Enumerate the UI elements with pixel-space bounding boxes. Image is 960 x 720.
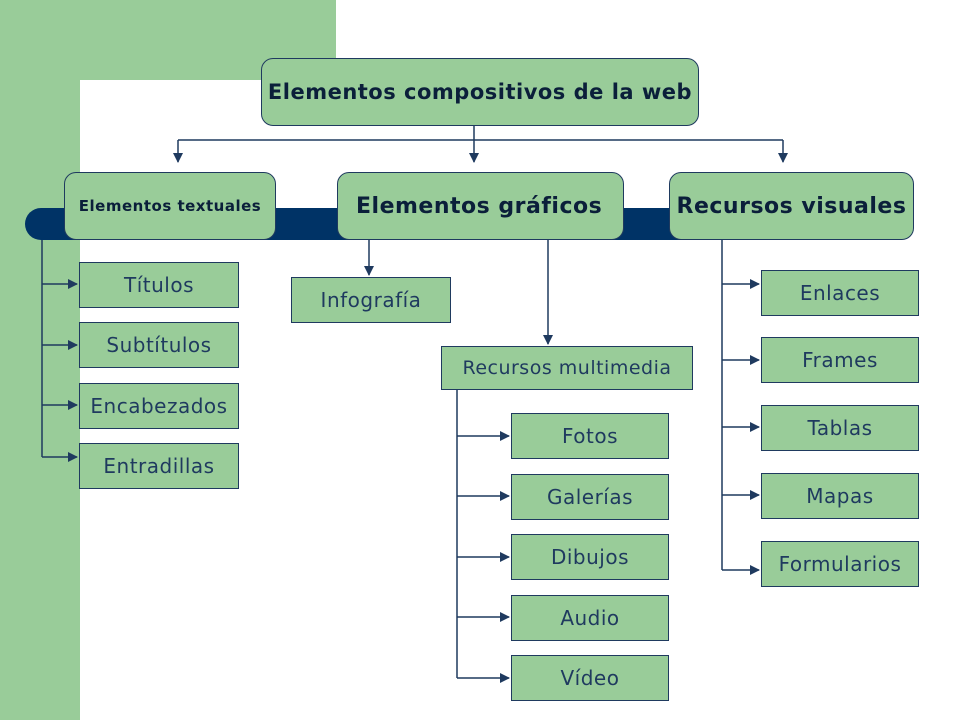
title-node: Elementos compositivos de la web xyxy=(261,58,699,126)
node-encabezados: Encabezados xyxy=(79,383,239,429)
node-subtitulos: Subtítulos xyxy=(79,322,239,368)
node-titulos: Títulos xyxy=(79,262,239,308)
node-mapas: Mapas xyxy=(761,473,919,519)
node-elementos-textuales: Elementos textuales xyxy=(64,172,276,240)
node-formularios: Formularios xyxy=(761,541,919,587)
node-dibujos: Dibujos xyxy=(511,534,669,580)
node-elementos-graficos: Elementos gráficos xyxy=(337,172,624,240)
node-infografia: Infografía xyxy=(291,277,451,323)
node-tablas: Tablas xyxy=(761,405,919,451)
node-galerias: Galerías xyxy=(511,474,669,520)
node-video: Vídeo xyxy=(511,655,669,701)
node-audio: Audio xyxy=(511,595,669,641)
node-entradillas: Entradillas xyxy=(79,443,239,489)
node-recursos-multimedia: Recursos multimedia xyxy=(441,346,693,390)
node-recursos-visuales: Recursos visuales xyxy=(669,172,914,240)
node-enlaces: Enlaces xyxy=(761,270,919,316)
background-green-strip xyxy=(0,0,80,720)
node-fotos: Fotos xyxy=(511,413,669,459)
node-frames: Frames xyxy=(761,337,919,383)
